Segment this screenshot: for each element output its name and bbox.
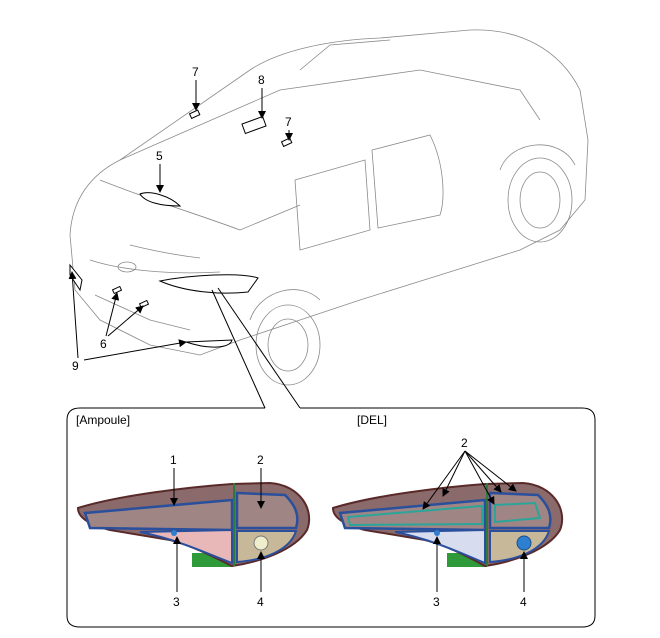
zoom-line <box>211 289 266 409</box>
led-type-lamp: [DEL] <box>331 413 564 568</box>
led-type-title: [DEL] <box>357 413 387 427</box>
svg-text:7: 7 <box>192 65 199 79</box>
svg-text:6: 6 <box>100 337 107 351</box>
svg-text:4: 4 <box>520 595 527 609</box>
svg-text:1: 1 <box>170 453 177 467</box>
callout-7-right: 7 <box>285 115 293 141</box>
svg-text:2: 2 <box>257 453 264 467</box>
callout-9: 9 <box>68 271 187 373</box>
svg-text:5: 5 <box>156 149 163 163</box>
svg-text:2: 2 <box>461 436 468 450</box>
bulb-callouts: 1 2 3 4 <box>170 453 265 609</box>
svg-text:4: 4 <box>257 595 264 609</box>
callout-8: 8 <box>258 73 266 119</box>
svg-text:8: 8 <box>258 73 265 87</box>
callout-7-left: 7 <box>192 65 200 111</box>
callout-5: 5 <box>156 149 164 193</box>
svg-text:9: 9 <box>72 359 79 373</box>
detail-panel <box>66 407 596 628</box>
bulb-type-title: [Ampoule] <box>76 413 130 427</box>
bulb-type-lamp: [Ampoule] <box>76 413 311 568</box>
vehicle-outline <box>69 29 589 386</box>
svg-text:7: 7 <box>285 115 292 129</box>
svg-text:3: 3 <box>173 595 180 609</box>
callout-6: 6 <box>100 292 144 351</box>
zoom-line <box>217 287 301 409</box>
led-callouts: 2 3 4 <box>422 436 528 609</box>
svg-text:3: 3 <box>433 595 440 609</box>
